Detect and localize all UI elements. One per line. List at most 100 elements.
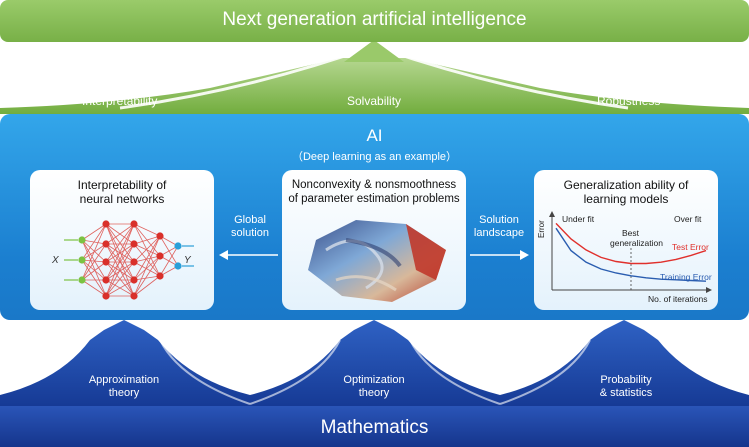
nn-edge: [133, 275, 161, 281]
bottom-banner: [0, 406, 749, 447]
top-banner: [0, 0, 749, 42]
nn-node: [174, 242, 182, 250]
nn-edge: [81, 239, 107, 297]
nn-node: [102, 220, 110, 228]
label-probability-statistics: Probability & statistics: [599, 374, 653, 399]
nn-node: [102, 276, 110, 284]
nn-edge: [105, 243, 135, 263]
nn-input-label: X: [51, 255, 59, 266]
label-interpretability: Interpretability: [82, 94, 158, 108]
legend-training-error: Training Error: [660, 272, 712, 282]
nn-edge: [81, 259, 107, 281]
card-middle-title: Nonconvexity & nonsmoothness of paramete…: [288, 179, 460, 205]
nn-edge: [81, 239, 107, 281]
nn-node: [156, 252, 164, 260]
training-error-line: [555, 227, 707, 282]
generalization-chart: Error No. of iterations Under fit Over f…: [538, 211, 712, 304]
arrow-left-label: Global solution: [231, 214, 269, 239]
test-error-line: [555, 222, 707, 265]
nn-node: [174, 262, 182, 270]
nn-edge: [133, 275, 161, 297]
neural-network-graphic: X Y: [51, 220, 194, 300]
blue-ridge-2: [249, 339, 341, 405]
nn-edge: [81, 261, 107, 281]
nn-edge: [105, 261, 135, 281]
nn-node: [130, 292, 138, 300]
top-title: Next generation artificial intelligence: [222, 9, 527, 30]
x-axis-arrow: [706, 287, 712, 293]
green-ridge-right: [373, 44, 629, 110]
arrow-right-icon: [470, 250, 529, 260]
nn-edge: [133, 235, 161, 263]
nn-edge: [133, 235, 161, 245]
nn-edge: [81, 223, 107, 281]
nn-edge: [105, 243, 135, 281]
nn-node: [130, 258, 138, 266]
nn-edge: [133, 255, 161, 297]
label-solvability: Solvability: [347, 94, 402, 108]
blue-ridge-1: [159, 339, 251, 405]
arrow-right-label: Solution landscape: [473, 214, 525, 239]
blue-ridge-3: [409, 339, 501, 405]
green-ridge-left: [119, 44, 375, 110]
nn-node: [102, 240, 110, 248]
blue-mound-left: [0, 320, 250, 406]
y-axis-label: Error: [538, 220, 546, 238]
annotation-under-fit: Under fit: [562, 214, 595, 224]
nn-edge: [133, 261, 161, 277]
blue-mound-middle: [250, 320, 500, 406]
blue-ridge-4: [499, 339, 591, 405]
nn-edge: [81, 279, 107, 297]
label-robustness: Robustness: [597, 94, 661, 108]
nn-edge: [133, 223, 161, 237]
nn-edge: [81, 259, 107, 297]
card-right-title: Generalization ability of learning model…: [563, 178, 689, 206]
nn-edge: [81, 259, 107, 263]
card-left-title: Interpretability of neural networks: [77, 178, 167, 206]
nn-edge: [159, 245, 179, 277]
nn-edge: [133, 243, 161, 257]
nn-edge: [105, 223, 135, 263]
label-optimization-theory: Optimization theory: [343, 374, 405, 399]
nn-node: [102, 258, 110, 266]
nn-edge: [105, 223, 135, 245]
nn-edge: [133, 235, 161, 281]
ai-title: AI: [366, 126, 383, 145]
label-approximation-theory: Approximation theory: [88, 374, 160, 399]
nn-edge: [81, 223, 107, 261]
loss-landscape-graphic: [308, 220, 446, 302]
bottom-title: Mathematics: [320, 417, 429, 438]
nn-edge: [133, 255, 161, 281]
nn-edge: [133, 255, 161, 263]
green-arrowhead: [344, 40, 404, 62]
arrow-left-icon: [219, 250, 278, 260]
annotation-over-fit: Over fit: [674, 214, 702, 224]
ai-subtitle: （Deep learning as an example）: [291, 151, 458, 163]
nn-node: [156, 232, 164, 240]
nn-edge: [133, 243, 161, 277]
nn-node: [78, 276, 86, 284]
nn-node: [156, 272, 164, 280]
nn-node: [102, 292, 110, 300]
legend-test-error: Test Error: [672, 242, 709, 252]
nn-node: [130, 220, 138, 228]
nn-edge: [105, 261, 135, 297]
nn-edge: [105, 279, 135, 297]
nn-edge: [81, 223, 107, 241]
nn-edge: [105, 223, 135, 297]
nn-edge: [105, 243, 135, 297]
nn-edge: [133, 235, 161, 297]
y-axis-arrow: [549, 211, 555, 217]
nn-node: [78, 256, 86, 264]
nn-node: [130, 240, 138, 248]
nn-output-label: Y: [184, 255, 192, 266]
nn-edge: [105, 223, 135, 281]
nn-node: [130, 276, 138, 284]
blue-mound-right: [500, 320, 749, 406]
annotation-best-generalization: Best generalization: [610, 228, 663, 248]
x-axis-label: No. of iterations: [648, 294, 708, 304]
nn-node: [78, 236, 86, 244]
nn-edge: [81, 243, 107, 281]
